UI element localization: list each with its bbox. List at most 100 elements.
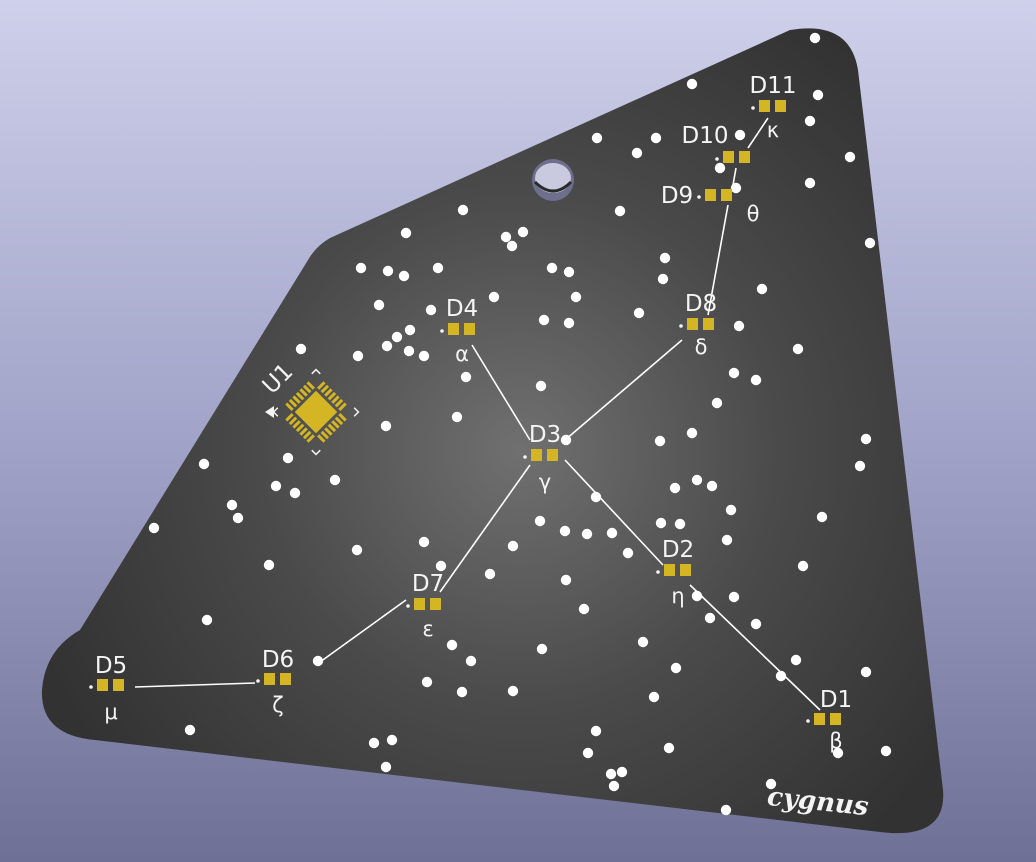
line-d8-d9 <box>707 204 729 316</box>
field-star <box>421 676 433 688</box>
pin1-marker <box>265 406 274 418</box>
led-ref-label: D6 <box>262 647 294 673</box>
field-star <box>659 252 671 264</box>
ic-pad <box>324 388 333 397</box>
field-star <box>184 724 196 736</box>
field-star <box>198 458 210 470</box>
field-star <box>295 343 307 355</box>
field-star <box>622 547 634 559</box>
field-star <box>637 636 649 648</box>
field-star <box>804 177 816 189</box>
led-d3: D3γ <box>523 422 561 494</box>
field-star <box>750 618 762 630</box>
led-greek-label: α <box>455 342 469 366</box>
field-star <box>614 205 626 217</box>
led-pad <box>705 189 716 201</box>
field-star <box>465 655 477 667</box>
field-star <box>435 560 447 572</box>
ic-pad <box>302 384 312 394</box>
field-star <box>582 747 594 759</box>
field-star <box>608 780 620 792</box>
field-star <box>232 512 244 524</box>
field-star <box>355 262 367 274</box>
pcb-board <box>41 28 944 834</box>
field-star <box>674 518 686 530</box>
field-star <box>201 614 213 626</box>
ic-pad <box>317 381 326 390</box>
field-star <box>816 511 828 523</box>
field-star <box>733 320 745 332</box>
led-pad <box>414 598 425 610</box>
field-star <box>864 237 876 249</box>
field-star <box>663 742 675 754</box>
ic-pad <box>299 388 308 397</box>
field-star <box>792 343 804 355</box>
field-star <box>655 517 667 529</box>
field-star <box>535 380 547 392</box>
field-star <box>860 433 872 445</box>
led-d6: D6ζ <box>256 647 294 717</box>
led-d2: D2η <box>656 537 694 608</box>
field-star <box>734 129 746 141</box>
field-star <box>263 559 275 571</box>
pin1-dot <box>656 570 660 574</box>
led-d7: D7ε <box>406 571 444 641</box>
led-pad <box>759 100 770 112</box>
led-pad <box>721 189 732 201</box>
led-greek-label: μ <box>104 700 117 724</box>
field-star <box>860 666 872 678</box>
field-star <box>418 350 430 362</box>
field-star <box>538 314 550 326</box>
field-star <box>714 162 726 174</box>
field-star <box>488 291 500 303</box>
led-pad <box>97 679 108 691</box>
ic-pad <box>295 423 305 433</box>
field-star <box>797 560 809 572</box>
field-star <box>720 804 732 816</box>
ic-pad <box>295 391 305 401</box>
field-star <box>563 317 575 329</box>
led-d4: D4α <box>440 296 478 366</box>
field-star <box>391 331 403 343</box>
pin1-dot <box>679 324 683 328</box>
field-star <box>546 262 558 274</box>
field-star <box>691 474 703 486</box>
field-star <box>648 691 660 703</box>
field-star <box>398 270 410 282</box>
field-star <box>832 747 844 759</box>
ic-pad <box>302 430 312 440</box>
field-star <box>534 515 546 527</box>
led-pad <box>113 679 124 691</box>
led-d5: D5μ <box>89 653 127 724</box>
field-star <box>460 371 472 383</box>
field-star <box>606 527 618 539</box>
line-d3-d8 <box>564 339 683 441</box>
ic-pad <box>327 423 337 433</box>
led-greek-label: ε <box>422 617 433 641</box>
led-ref-label: D8 <box>685 291 717 317</box>
field-star <box>854 460 866 472</box>
field-star <box>756 283 768 295</box>
pin1-dot <box>406 604 410 608</box>
pin1-dot <box>806 719 810 723</box>
ic-pad <box>327 391 337 401</box>
field-star <box>633 307 645 319</box>
field-star <box>591 132 603 144</box>
led-ref-label: D1 <box>820 687 852 713</box>
field-star <box>517 226 529 238</box>
led-pad <box>687 318 698 330</box>
field-star <box>484 568 496 580</box>
field-star <box>686 78 698 90</box>
ic-u1 <box>272 368 360 456</box>
led-greek-label: γ <box>539 470 551 494</box>
field-star <box>570 291 582 303</box>
ic-pad <box>306 381 315 390</box>
field-star <box>775 670 787 682</box>
field-star <box>381 340 393 352</box>
pin1-dot <box>256 679 260 683</box>
field-star <box>812 89 824 101</box>
led-greek-label: η <box>671 584 684 608</box>
field-star <box>456 686 468 698</box>
ic-pad <box>292 395 301 404</box>
field-star <box>728 367 740 379</box>
